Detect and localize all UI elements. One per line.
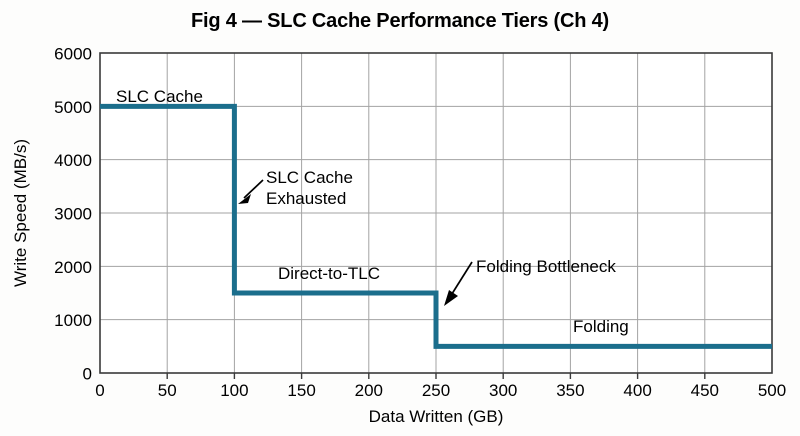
y-gridlines	[100, 105, 772, 321]
annotation-folding: Folding	[573, 317, 629, 336]
write-speed-line	[100, 103, 772, 349]
y-tick-3000: 3000	[54, 205, 92, 224]
x-tick-150: 150	[287, 381, 315, 400]
y-tick-5000: 5000	[54, 98, 92, 117]
x-tick-300: 300	[489, 381, 517, 400]
x-tick-350: 350	[556, 381, 584, 400]
x-tick-250: 250	[422, 381, 450, 400]
x-tick-50: 50	[158, 381, 177, 400]
page-title: Fig 4 — SLC Cache Performance Tiers (Ch …	[190, 10, 610, 32]
annotation-slc-exhausted-line1: SLC Cache	[266, 168, 353, 187]
arrow-slc-exhausted	[238, 179, 264, 204]
x-tick-200: 200	[355, 381, 383, 400]
x-axis-title: Data Written (GB)	[369, 407, 504, 426]
x-tick-500: 500	[758, 381, 786, 400]
y-tick-1000: 1000	[54, 311, 92, 330]
x-tick-450: 450	[691, 381, 719, 400]
x-tick-400: 400	[623, 381, 651, 400]
annotation-folding-bottleneck: Folding Bottleneck	[476, 257, 616, 276]
y-tick-6000: 6000	[54, 45, 92, 64]
y-tick-2000: 2000	[54, 258, 92, 277]
annotation-direct-to-tlc: Direct-to-TLC	[278, 264, 380, 283]
y-tick-4000: 4000	[54, 151, 92, 170]
arrow-folding-bottleneck	[444, 261, 473, 306]
annotation-slc-exhausted-line2: Exhausted	[266, 189, 346, 208]
annotation-slc-cache: SLC Cache	[116, 87, 203, 106]
x-tick-0: 0	[95, 381, 104, 400]
y-axis-title: Write Speed (MB/s)	[11, 139, 30, 287]
x-tick-100: 100	[220, 381, 248, 400]
y-tick-0: 0	[83, 365, 92, 384]
x-tick-marks	[166, 373, 706, 379]
